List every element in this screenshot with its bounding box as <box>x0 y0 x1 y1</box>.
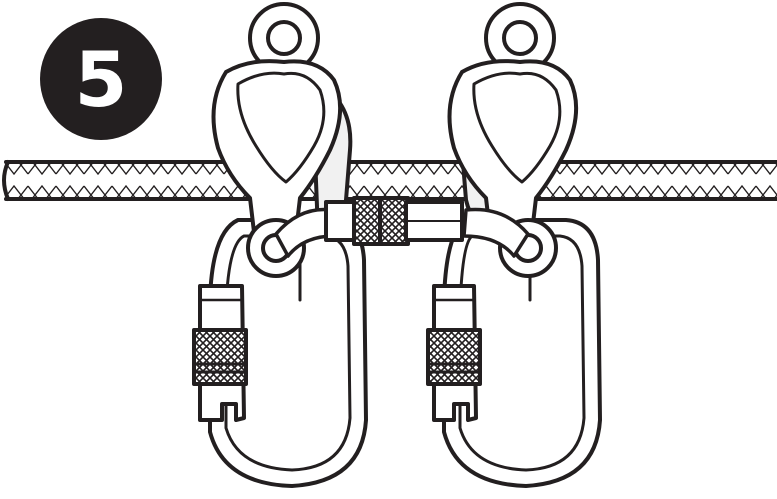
step-badge: 5 <box>40 18 162 140</box>
step-number: 5 <box>75 42 128 118</box>
rope <box>4 161 777 199</box>
carabiner-left-gate <box>194 286 246 420</box>
carabiner-right-gate <box>428 286 480 420</box>
